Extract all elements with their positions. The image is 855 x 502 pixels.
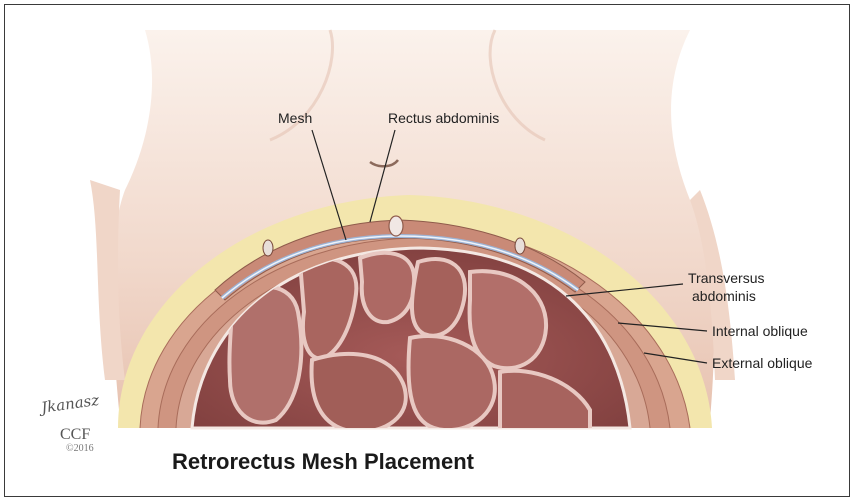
credit-copyright: ©2016 bbox=[66, 443, 94, 454]
label-external-oblique: External oblique bbox=[712, 355, 812, 371]
label-transversus-line2: abdominis bbox=[692, 288, 756, 304]
figure-title: Retrorectus Mesh Placement bbox=[172, 449, 474, 475]
label-mesh: Mesh bbox=[278, 110, 312, 126]
credit-org: CCF bbox=[60, 426, 90, 444]
label-internal-oblique: Internal oblique bbox=[712, 323, 808, 339]
label-rectus-abdominis: Rectus abdominis bbox=[388, 110, 499, 126]
label-transversus-line1: Transversus bbox=[688, 270, 765, 286]
linea-alba-knot bbox=[389, 216, 403, 236]
